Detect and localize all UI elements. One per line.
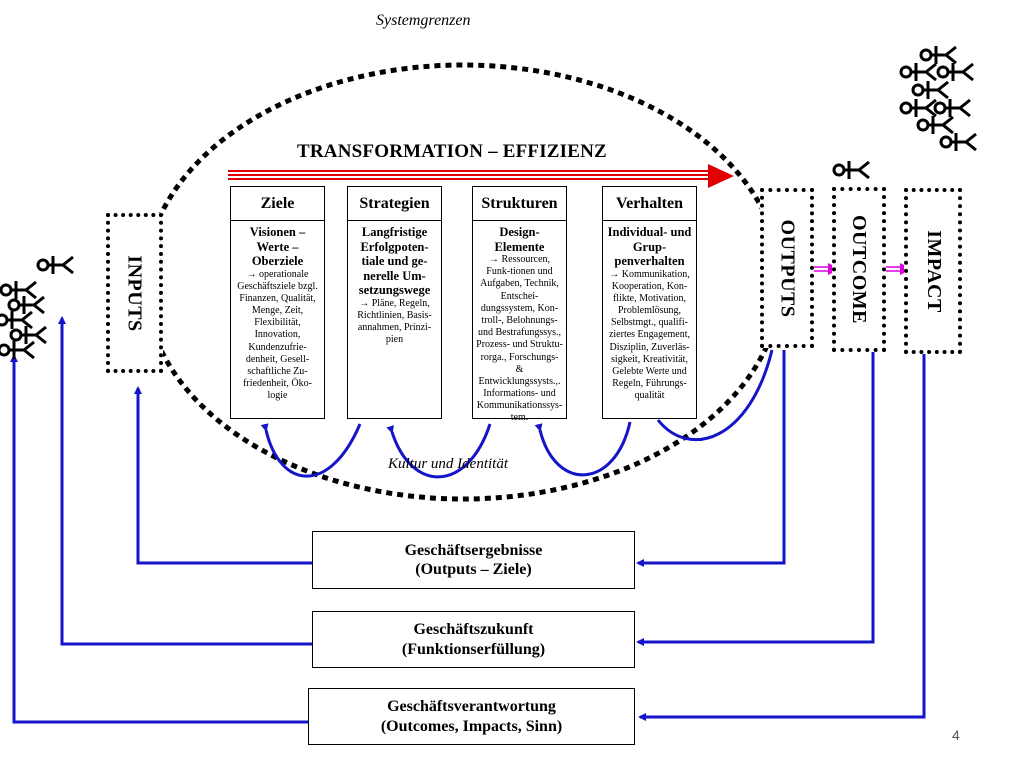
system-boundary-label: Systemgrenzen [376, 12, 471, 29]
culture-label: Kultur und Identität [388, 456, 508, 472]
column-strukturen: Strukturen Design-Elemente → Ressourcen,… [472, 186, 567, 423]
culture-curves [260, 349, 774, 479]
business-responsibility-box: Geschäftsverantwortung (Outcomes, Impact… [308, 688, 635, 745]
crowd-icon [0, 280, 47, 360]
column-header: Strukturen [473, 187, 566, 221]
impact-box: IMPACT [904, 188, 962, 354]
column-strategien: Strategien Langfristige Erfolgpoten-tial… [347, 186, 442, 419]
outcome-box: OUTCOME [832, 187, 886, 352]
column-verhalten: Verhalten Individual- und Grup-penverhal… [602, 186, 697, 419]
box-line1: Geschäftsergebnisse [404, 541, 543, 559]
outcome-label: OUTCOME [848, 214, 871, 325]
box-line2: (Outcomes, Impacts, Sinn) [380, 717, 563, 735]
inputs-box: INPUTS [106, 213, 163, 373]
column-main-text: Individual- und Grup-penverhalten [607, 225, 692, 268]
feedback-lines [10, 316, 926, 724]
column-main-text: Visionen – Werte – Oberziele [249, 225, 306, 268]
column-detail-text: → Pläne, Regeln, Richtlinien, Basis-anna… [357, 297, 432, 346]
column-detail-text: → operationale Geschäftsziele bzgl. Fina… [237, 268, 318, 402]
column-detail-text: → Kommunikation, Kooperation, Kon-flikte… [608, 268, 691, 402]
transformation-title: TRANSFORMATION – EFFIZIENZ [297, 141, 607, 162]
impact-label: IMPACT [922, 229, 945, 313]
inputs-label: INPUTS [124, 254, 147, 332]
transformation-arrow [228, 164, 734, 188]
column-detail-text: → Ressourcen, Funk-tionen und Aufgaben, … [476, 254, 563, 424]
stick-figure-icon [36, 255, 74, 275]
small-arrows [814, 263, 908, 275]
column-main-text: Langfristige Erfolgpoten-tiale und ge-ne… [358, 225, 431, 297]
box-line1: Geschäftsverantwortung [387, 698, 556, 716]
column-header: Verhalten [603, 187, 696, 221]
outputs-label: OUTPUTS [776, 219, 799, 317]
business-results-box: Geschäftsergebnisse (Outputs – Ziele) [312, 531, 635, 589]
crowd-icon [899, 45, 977, 152]
column-header: Ziele [231, 187, 324, 221]
box-line2: (Outputs – Ziele) [415, 561, 532, 578]
box-line2: (Funktionserfüllung) [401, 640, 546, 658]
business-future-box: Geschäftszukunft (Funktionserfüllung) [312, 611, 635, 668]
page-number: 4 [952, 727, 960, 743]
column-main-text: Design-Elemente [494, 225, 545, 254]
column-header: Strategien [348, 187, 441, 221]
stick-figure-icon [832, 160, 870, 180]
outputs-box: OUTPUTS [760, 188, 814, 348]
column-ziele: Ziele Visionen – Werte – Oberziele → ope… [230, 186, 325, 419]
box-line1: Geschäftszukunft [413, 621, 534, 639]
